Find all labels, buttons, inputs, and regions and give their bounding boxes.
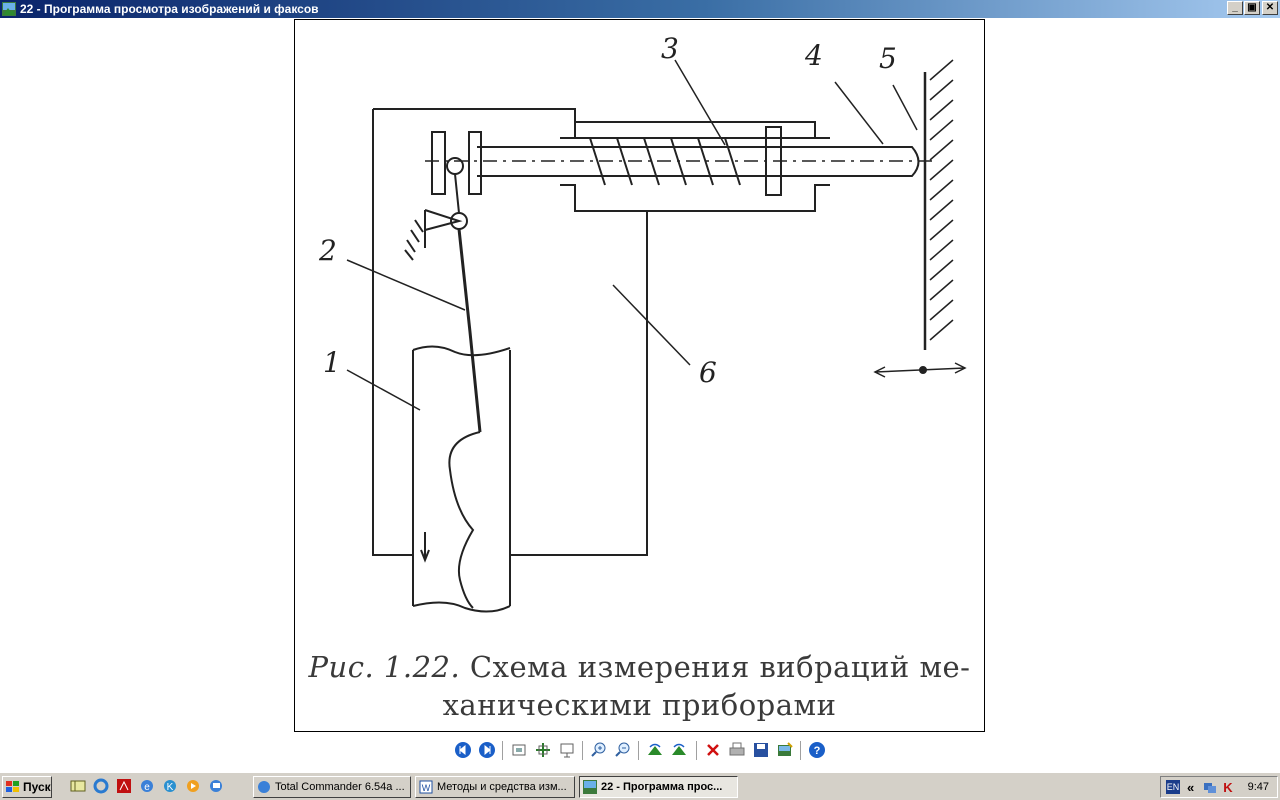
task-total-commander[interactable]: Total Commander 6.54a ... <box>253 776 411 798</box>
image-viewer-icon <box>583 780 597 794</box>
edit-icon[interactable] <box>776 741 794 759</box>
label-3: 3 <box>661 32 679 65</box>
help-icon[interactable]: ? <box>808 741 826 759</box>
caption-text-1: Схема измерения вибраций ме- <box>469 650 971 684</box>
window-title: 22 - Программа просмотра изображений и ф… <box>20 2 319 16</box>
task-label: Total Commander 6.54a ... <box>275 781 405 793</box>
windows-flag-icon <box>6 781 19 792</box>
total-commander-icon <box>258 781 270 793</box>
zoom-in-icon[interactable] <box>590 741 608 759</box>
task-image-viewer[interactable]: 22 - Программа прос... <box>579 776 738 798</box>
outlook-icon[interactable] <box>208 778 224 794</box>
svg-text:?: ? <box>814 745 821 757</box>
task-word-document[interactable]: W Методы и средства изм... <box>415 776 575 798</box>
start-button[interactable]: Пуск <box>2 776 52 798</box>
svg-text:e: e <box>144 782 150 793</box>
maximize-button[interactable]: ▣ <box>1244 1 1260 15</box>
mechanical-vibration-diagram: 3 4 5 2 6 1 <box>318 32 967 613</box>
total-commander-icon[interactable] <box>70 778 86 794</box>
best-fit-icon[interactable] <box>510 741 528 759</box>
caption-prefix: Рис. 1.22. <box>308 650 461 684</box>
label-2: 2 <box>318 234 337 267</box>
rotate-counterclockwise-icon[interactable] <box>670 741 688 759</box>
minimize-button[interactable]: _ <box>1227 1 1243 15</box>
network-icon[interactable] <box>1203 780 1217 794</box>
label-1: 1 <box>323 346 341 379</box>
print-icon[interactable] <box>728 741 746 759</box>
svg-text:K: K <box>167 782 174 793</box>
next-image-icon[interactable] <box>478 741 496 759</box>
kaspersky-icon[interactable]: K <box>162 778 178 794</box>
clock: 9:47 <box>1247 781 1269 793</box>
svg-text:W: W <box>422 783 431 793</box>
caption-line-1: Рис. 1.22. Схема измерения вибраций ме- <box>295 650 984 684</box>
image-viewer-icon <box>2 2 16 16</box>
frame-right <box>510 216 648 556</box>
frame-top <box>373 108 576 122</box>
delete-icon[interactable] <box>704 741 722 759</box>
media-player-icon[interactable] <box>185 778 201 794</box>
save-icon[interactable] <box>752 741 770 759</box>
slideshow-icon[interactable] <box>558 741 576 759</box>
title-bar: 22 - Программа просмотра изображений и ф… <box>0 0 1280 18</box>
caption-line-2: ханическими приборами <box>442 688 837 722</box>
image-canvas: 3 4 5 2 6 1 Рис. 1.22. Схема измерения в… <box>294 19 985 732</box>
label-4: 4 <box>804 39 823 72</box>
word-icon: W <box>419 780 433 794</box>
label-5: 5 <box>879 42 897 75</box>
previous-image-icon[interactable] <box>454 741 472 759</box>
frame-left <box>372 109 413 556</box>
opera-icon[interactable] <box>93 778 109 794</box>
svg-text:K: K <box>1223 780 1233 794</box>
zoom-out-icon[interactable] <box>614 741 632 759</box>
start-label: Пуск <box>23 780 51 794</box>
kaspersky-icon[interactable]: K <box>1221 780 1235 794</box>
actual-size-icon[interactable] <box>534 741 552 759</box>
ie-icon[interactable]: e <box>139 778 155 794</box>
task-label: 22 - Программа прос... <box>601 781 723 793</box>
taskbar: Пуск e K Total Commander 6.54a ... W Мет… <box>0 772 1280 800</box>
close-button[interactable]: ✕ <box>1262 1 1278 15</box>
language-indicator[interactable]: EN <box>1166 780 1180 794</box>
acrobat-icon[interactable] <box>116 778 132 794</box>
label-6: 6 <box>699 356 717 389</box>
task-label: Методы и средства изм... <box>437 781 567 793</box>
tray-expand-button[interactable]: « <box>1187 780 1195 795</box>
system-tray: EN « K 9:47 <box>1160 776 1278 798</box>
rotate-clockwise-icon[interactable] <box>646 741 664 759</box>
